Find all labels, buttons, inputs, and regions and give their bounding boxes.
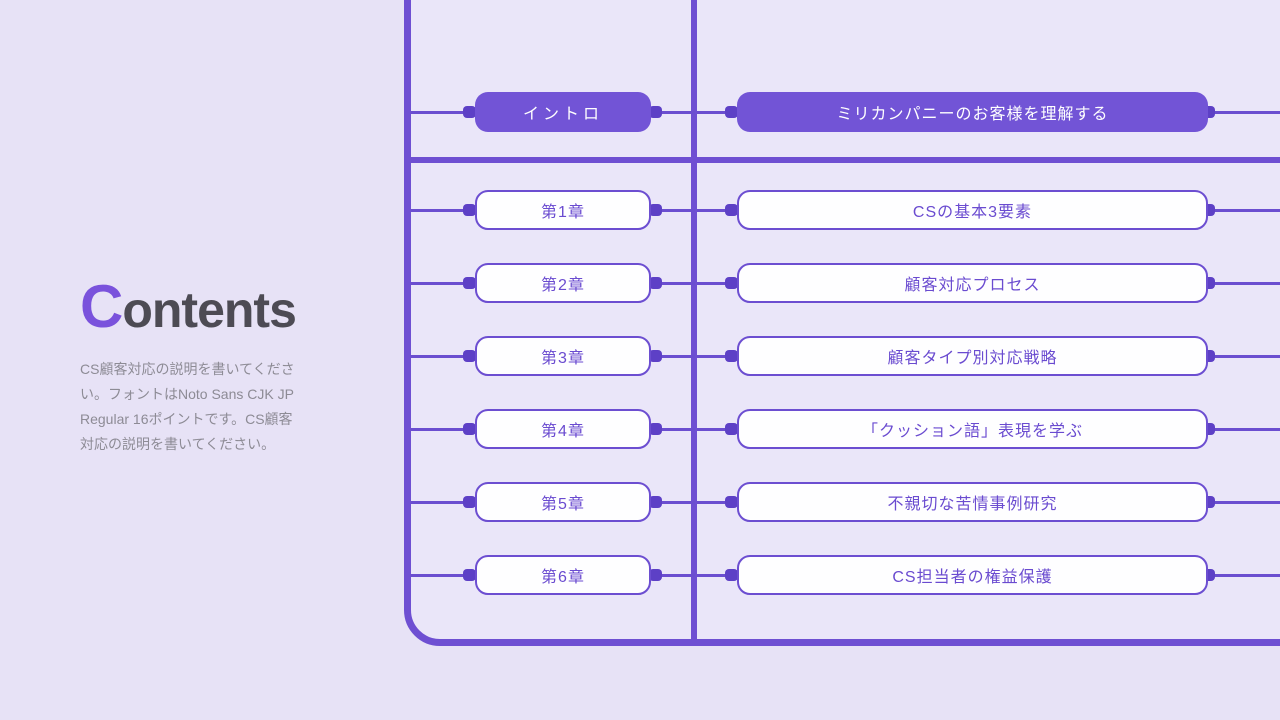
connector-line (697, 428, 737, 431)
connector-nub (725, 350, 738, 362)
connector-line (411, 209, 475, 212)
contents-description: CS顧客対応の説明を書いてください。フォントはNoto Sans CJK JP … (80, 361, 295, 452)
connector-nub (463, 277, 476, 289)
chapter-label-box: 第3章 (475, 336, 651, 376)
toc-row-chapter-6: 第6章 CS担当者の権益保護 (0, 555, 1280, 595)
connector-line (697, 111, 737, 114)
connector-line (650, 428, 695, 431)
connector-line (1206, 574, 1280, 577)
connector-nub (725, 106, 738, 118)
chapter-label-box: イントロ (475, 92, 651, 132)
connector-nub (649, 350, 662, 362)
connector-nub (725, 277, 738, 289)
connector-nub (463, 569, 476, 581)
toc-row-chapter-5: 第5章 不親切な苦情事例研究 (0, 482, 1280, 522)
connector-nub (463, 350, 476, 362)
connector-line (1206, 111, 1280, 114)
chapter-title-box: 不親切な苦情事例研究 (737, 482, 1208, 522)
toc-horizontal-divider (409, 157, 1280, 163)
connector-line (650, 501, 695, 504)
chapter-label-box: 第1章 (475, 190, 651, 230)
connector-nub (649, 569, 662, 581)
contents-title-rest: ontents (122, 282, 297, 338)
connector-nub (649, 277, 662, 289)
chapter-label-box: 第2章 (475, 263, 651, 303)
connector-line (411, 282, 475, 285)
connector-nub (725, 423, 738, 435)
toc-row-chapter-4: 第4章 「クッション語」表現を学ぶ (0, 409, 1280, 449)
connector-line (697, 209, 737, 212)
connector-nub (463, 423, 476, 435)
connector-nub (649, 496, 662, 508)
connector-line (411, 111, 475, 114)
connector-line (1206, 282, 1280, 285)
connector-nub (463, 204, 476, 216)
connector-line (1206, 501, 1280, 504)
contents-title: Contents (80, 277, 297, 339)
chapter-title-box: 顧客タイプ別対応戦略 (737, 336, 1208, 376)
connector-line (411, 428, 475, 431)
chapter-label-box: 第4章 (475, 409, 651, 449)
connector-line (697, 574, 737, 577)
connector-nub (649, 423, 662, 435)
connector-line (650, 209, 695, 212)
connector-nub (725, 204, 738, 216)
connector-line (1206, 428, 1280, 431)
chapter-label-box: 第6章 (475, 555, 651, 595)
connector-line (650, 574, 695, 577)
connector-line (697, 501, 737, 504)
connector-nub (649, 204, 662, 216)
connector-nub (463, 496, 476, 508)
toc-row-intro: イントロ ミリカンパニーのお客様を理解する (0, 92, 1280, 132)
connector-line (411, 355, 475, 358)
connector-line (697, 355, 737, 358)
chapter-title-box: CS担当者の権益保護 (737, 555, 1208, 595)
connector-nub (649, 106, 662, 118)
connector-line (650, 355, 695, 358)
connector-line (411, 501, 475, 504)
connector-line (650, 282, 695, 285)
toc-row-chapter-3: 第3章 顧客タイプ別対応戦略 (0, 336, 1280, 376)
connector-nub (725, 569, 738, 581)
connector-nub (725, 496, 738, 508)
connector-line (1206, 209, 1280, 212)
chapter-label-box: 第5章 (475, 482, 651, 522)
connector-nub (463, 106, 476, 118)
toc-row-chapter-2: 第2章 顧客対応プロセス (0, 263, 1280, 303)
connector-line (1206, 355, 1280, 358)
toc-row-chapter-1: 第1章 CSの基本3要素 (0, 190, 1280, 230)
chapter-title-box: CSの基本3要素 (737, 190, 1208, 230)
chapter-title-box: 顧客対応プロセス (737, 263, 1208, 303)
connector-line (697, 282, 737, 285)
connector-line (650, 111, 695, 114)
chapter-title-box: 「クッション語」表現を学ぶ (737, 409, 1208, 449)
toc-vertical-divider (691, 0, 697, 641)
connector-line (411, 574, 475, 577)
chapter-title-box: ミリカンパニーのお客様を理解する (737, 92, 1208, 132)
contents-title-initial: C (80, 273, 123, 340)
